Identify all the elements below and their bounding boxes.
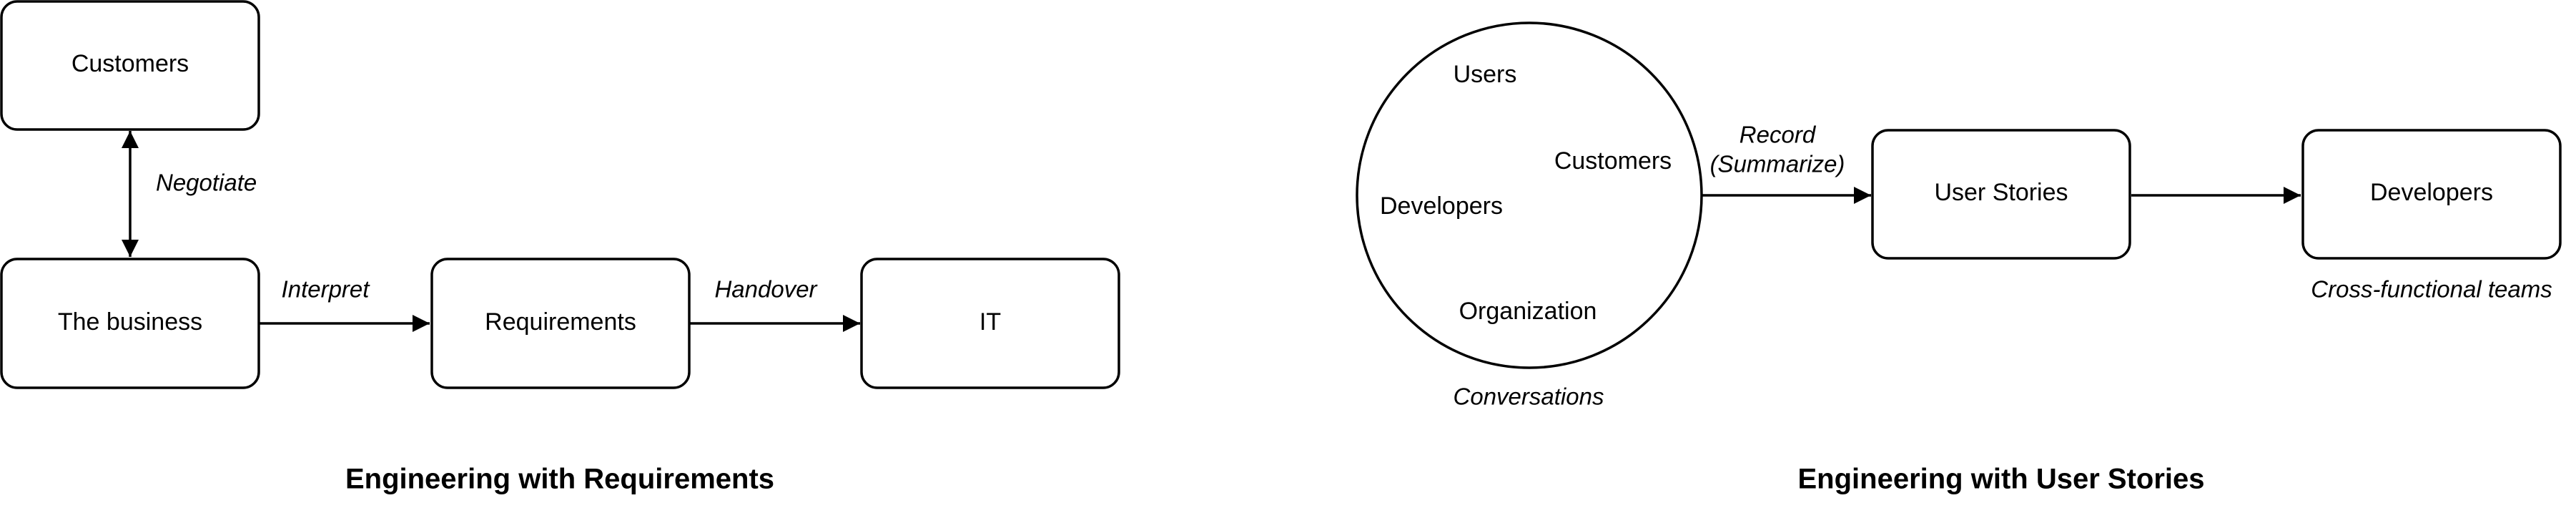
conversation-organization: Organization xyxy=(1459,298,1597,325)
edge-handover-label: Handover xyxy=(714,276,818,303)
node-developers-label: Developers xyxy=(2370,179,2493,206)
conversation-developers: Developers xyxy=(1380,192,1503,220)
edge-interpret-label: Interpret xyxy=(282,276,371,303)
edge-negotiate-label: Negotiate xyxy=(156,170,257,196)
node-user-stories-label: User Stories xyxy=(1934,179,2068,206)
node-developers: Developers xyxy=(2301,129,2562,260)
conversation-customers: Customers xyxy=(1554,147,1672,175)
conversation-caption: Conversations xyxy=(1454,383,1604,410)
left-diagram-title: Engineering with Requirements xyxy=(345,464,774,495)
node-business-label: The business xyxy=(58,308,202,336)
node-user-stories: User Stories xyxy=(1871,129,2131,260)
conversation-circle: Users Customers Developers Organization xyxy=(1356,21,1703,369)
right-diagram-title: Engineering with User Stories xyxy=(1797,464,2204,495)
node-requirements: Requirements xyxy=(430,258,691,389)
conversation-users: Users xyxy=(1454,61,1517,88)
node-business: The business xyxy=(0,258,260,389)
edge-record-label: Record xyxy=(1739,122,1817,148)
developers-caption: Cross-functional teams xyxy=(2311,276,2552,303)
left-diagram: Customers Negotiate The business Interpr… xyxy=(0,0,1120,495)
node-customers-label: Customers xyxy=(71,50,189,77)
edge-summarize-label: (Summarize) xyxy=(1710,151,1845,177)
node-requirements-label: Requirements xyxy=(485,308,636,336)
node-it-label: IT xyxy=(979,308,1001,336)
right-diagram: Users Customers Developers Organization … xyxy=(1356,21,2562,495)
node-it: IT xyxy=(860,258,1120,389)
node-customers: Customers xyxy=(0,0,260,131)
